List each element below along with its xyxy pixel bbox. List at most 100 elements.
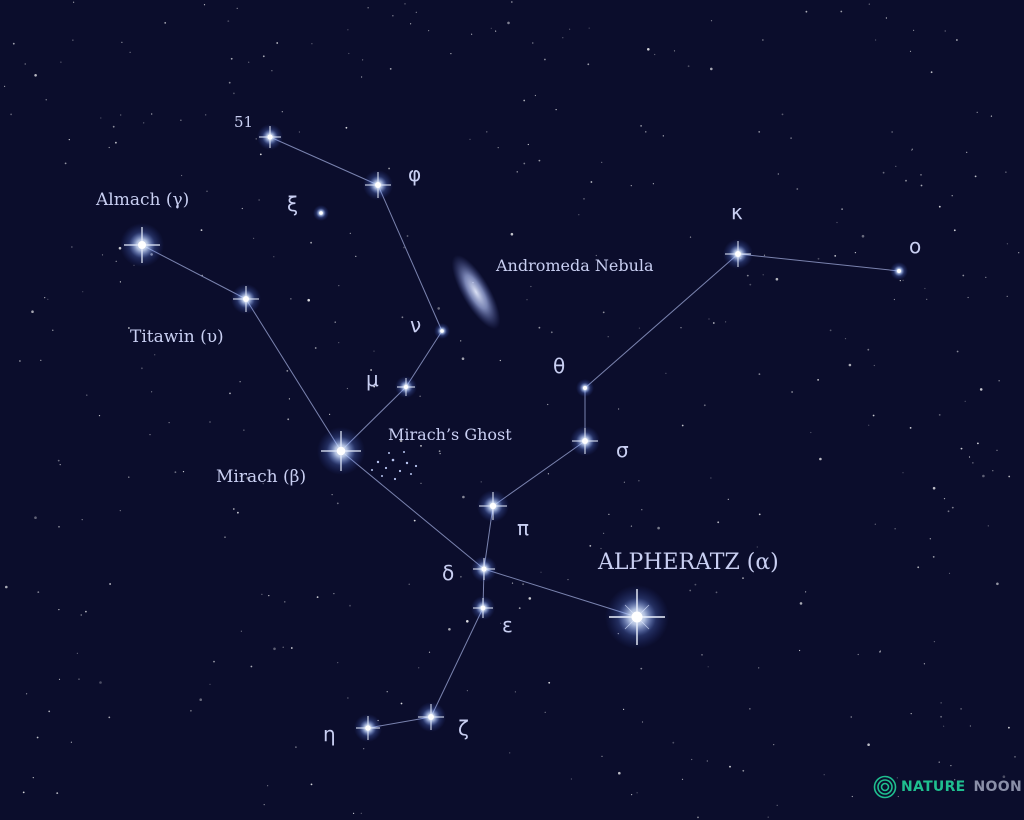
background-star <box>654 53 656 56</box>
background-star <box>510 1 513 3</box>
background-star <box>861 234 865 238</box>
background-star <box>460 575 462 578</box>
background-star <box>896 777 898 779</box>
background-star <box>329 413 331 415</box>
background-star <box>224 536 226 538</box>
background-star <box>689 236 692 238</box>
background-star <box>996 449 998 451</box>
background-star <box>854 252 857 254</box>
background-star <box>229 392 231 395</box>
background-star <box>500 622 502 625</box>
background-star <box>12 42 15 45</box>
background-star <box>710 67 713 71</box>
background-star <box>578 214 580 216</box>
background-star <box>727 498 729 500</box>
background-star <box>954 779 956 781</box>
background-star <box>894 528 896 530</box>
background-star <box>990 115 993 117</box>
background-star <box>630 525 633 527</box>
background-star <box>121 41 123 43</box>
background-star <box>790 137 792 140</box>
background-star <box>932 486 936 490</box>
background-star <box>466 620 469 623</box>
background-star <box>729 765 731 768</box>
background-star <box>926 298 928 300</box>
background-star <box>307 298 311 302</box>
background-star <box>271 70 273 72</box>
background-star <box>867 743 870 746</box>
background-star <box>80 614 82 616</box>
background-star <box>334 321 336 323</box>
background-star <box>389 68 392 70</box>
background-star <box>486 131 488 133</box>
background-star <box>982 474 985 478</box>
background-star <box>336 502 339 505</box>
background-star <box>392 15 394 17</box>
background-star <box>58 609 60 611</box>
background-star <box>742 769 745 772</box>
background-star <box>703 404 706 407</box>
background-star <box>844 338 847 340</box>
background-star <box>657 526 660 530</box>
background-star <box>143 122 145 124</box>
background-star <box>947 510 950 513</box>
background-star <box>873 364 875 367</box>
background-star <box>497 147 499 149</box>
background-star <box>902 472 904 474</box>
background-star <box>799 602 803 605</box>
background-star <box>867 348 870 351</box>
background-star <box>52 329 54 331</box>
background-star <box>762 274 764 276</box>
star-epsilon <box>471 596 495 620</box>
background-star <box>233 92 235 95</box>
background-star <box>796 188 799 190</box>
background-star <box>1018 252 1020 254</box>
background-star <box>361 76 363 78</box>
background-star <box>514 691 517 693</box>
background-star <box>360 812 362 814</box>
background-star <box>76 652 78 654</box>
background-star <box>607 336 609 338</box>
background-star <box>595 254 597 257</box>
label-sigma: σ <box>616 438 629 462</box>
background-star <box>875 39 877 41</box>
background-star <box>516 171 518 173</box>
background-star <box>911 148 913 150</box>
background-star <box>758 667 760 669</box>
background-star <box>230 57 233 60</box>
background-star <box>603 532 605 534</box>
background-star <box>758 131 761 133</box>
background-star <box>706 760 708 762</box>
line-theta-kappa <box>584 253 739 389</box>
background-star <box>715 591 718 594</box>
background-star <box>362 59 364 61</box>
background-star <box>261 593 263 596</box>
background-star <box>370 369 372 371</box>
background-star <box>45 99 47 101</box>
background-star <box>337 662 339 664</box>
background-star <box>687 65 690 68</box>
line-nu-mu <box>405 330 443 388</box>
background-star <box>71 246 73 248</box>
background-star <box>128 476 130 478</box>
background-star <box>694 583 697 586</box>
label-pi: π <box>517 516 529 540</box>
background-star <box>665 372 667 374</box>
background-star <box>996 582 999 586</box>
background-star <box>749 708 751 710</box>
background-star <box>681 424 684 427</box>
background-star <box>1005 171 1007 173</box>
background-star <box>253 237 255 239</box>
background-star <box>348 52 350 55</box>
background-star <box>248 61 250 63</box>
background-star <box>206 190 208 192</box>
background-star <box>662 135 664 137</box>
background-star <box>181 174 183 177</box>
background-star <box>956 350 959 353</box>
background-star <box>618 408 620 410</box>
background-star <box>964 400 966 402</box>
background-star <box>717 521 720 524</box>
background-star <box>992 470 994 472</box>
background-star <box>848 363 852 367</box>
